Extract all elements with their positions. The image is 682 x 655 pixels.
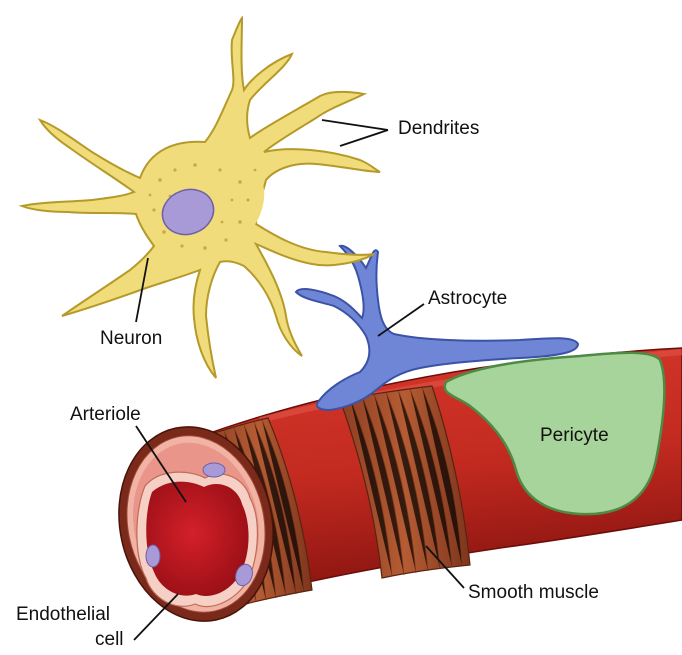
leader-neuron [135,257,149,323]
endothelial-nucleus [145,544,161,568]
leader-lines [133,119,465,641]
endothelial-nucleus [202,462,226,478]
label-dendrites: Dendrites [398,118,479,139]
label-pericyte: Pericyte [540,425,609,446]
leader-astrocyte [377,303,425,337]
neuron-cell [18,15,381,379]
endothelial-nucleus [235,563,253,587]
vessel-cross-section [118,426,274,622]
pericyte-cell [443,351,666,516]
label-arteriole: Arteriole [70,404,141,425]
label-astrocyte: Astrocyte [428,288,507,309]
astrocyte-cell [294,244,580,412]
lumen [146,481,249,596]
label-endothelial-cell: cell [95,629,124,650]
leader-arteriole [135,425,187,503]
smooth-muscle-band-middle [339,385,471,579]
leader-dendrites-a [321,119,389,131]
label-neuron: Neuron [100,328,162,349]
leader-endothelial [133,593,179,641]
leader-dendrites-b [339,129,389,147]
leader-smooth-muscle [425,545,465,589]
neuron-nucleus [161,188,215,236]
label-endothelial: Endothelial [16,604,110,625]
label-smooth-muscle: Smooth muscle [468,582,599,603]
